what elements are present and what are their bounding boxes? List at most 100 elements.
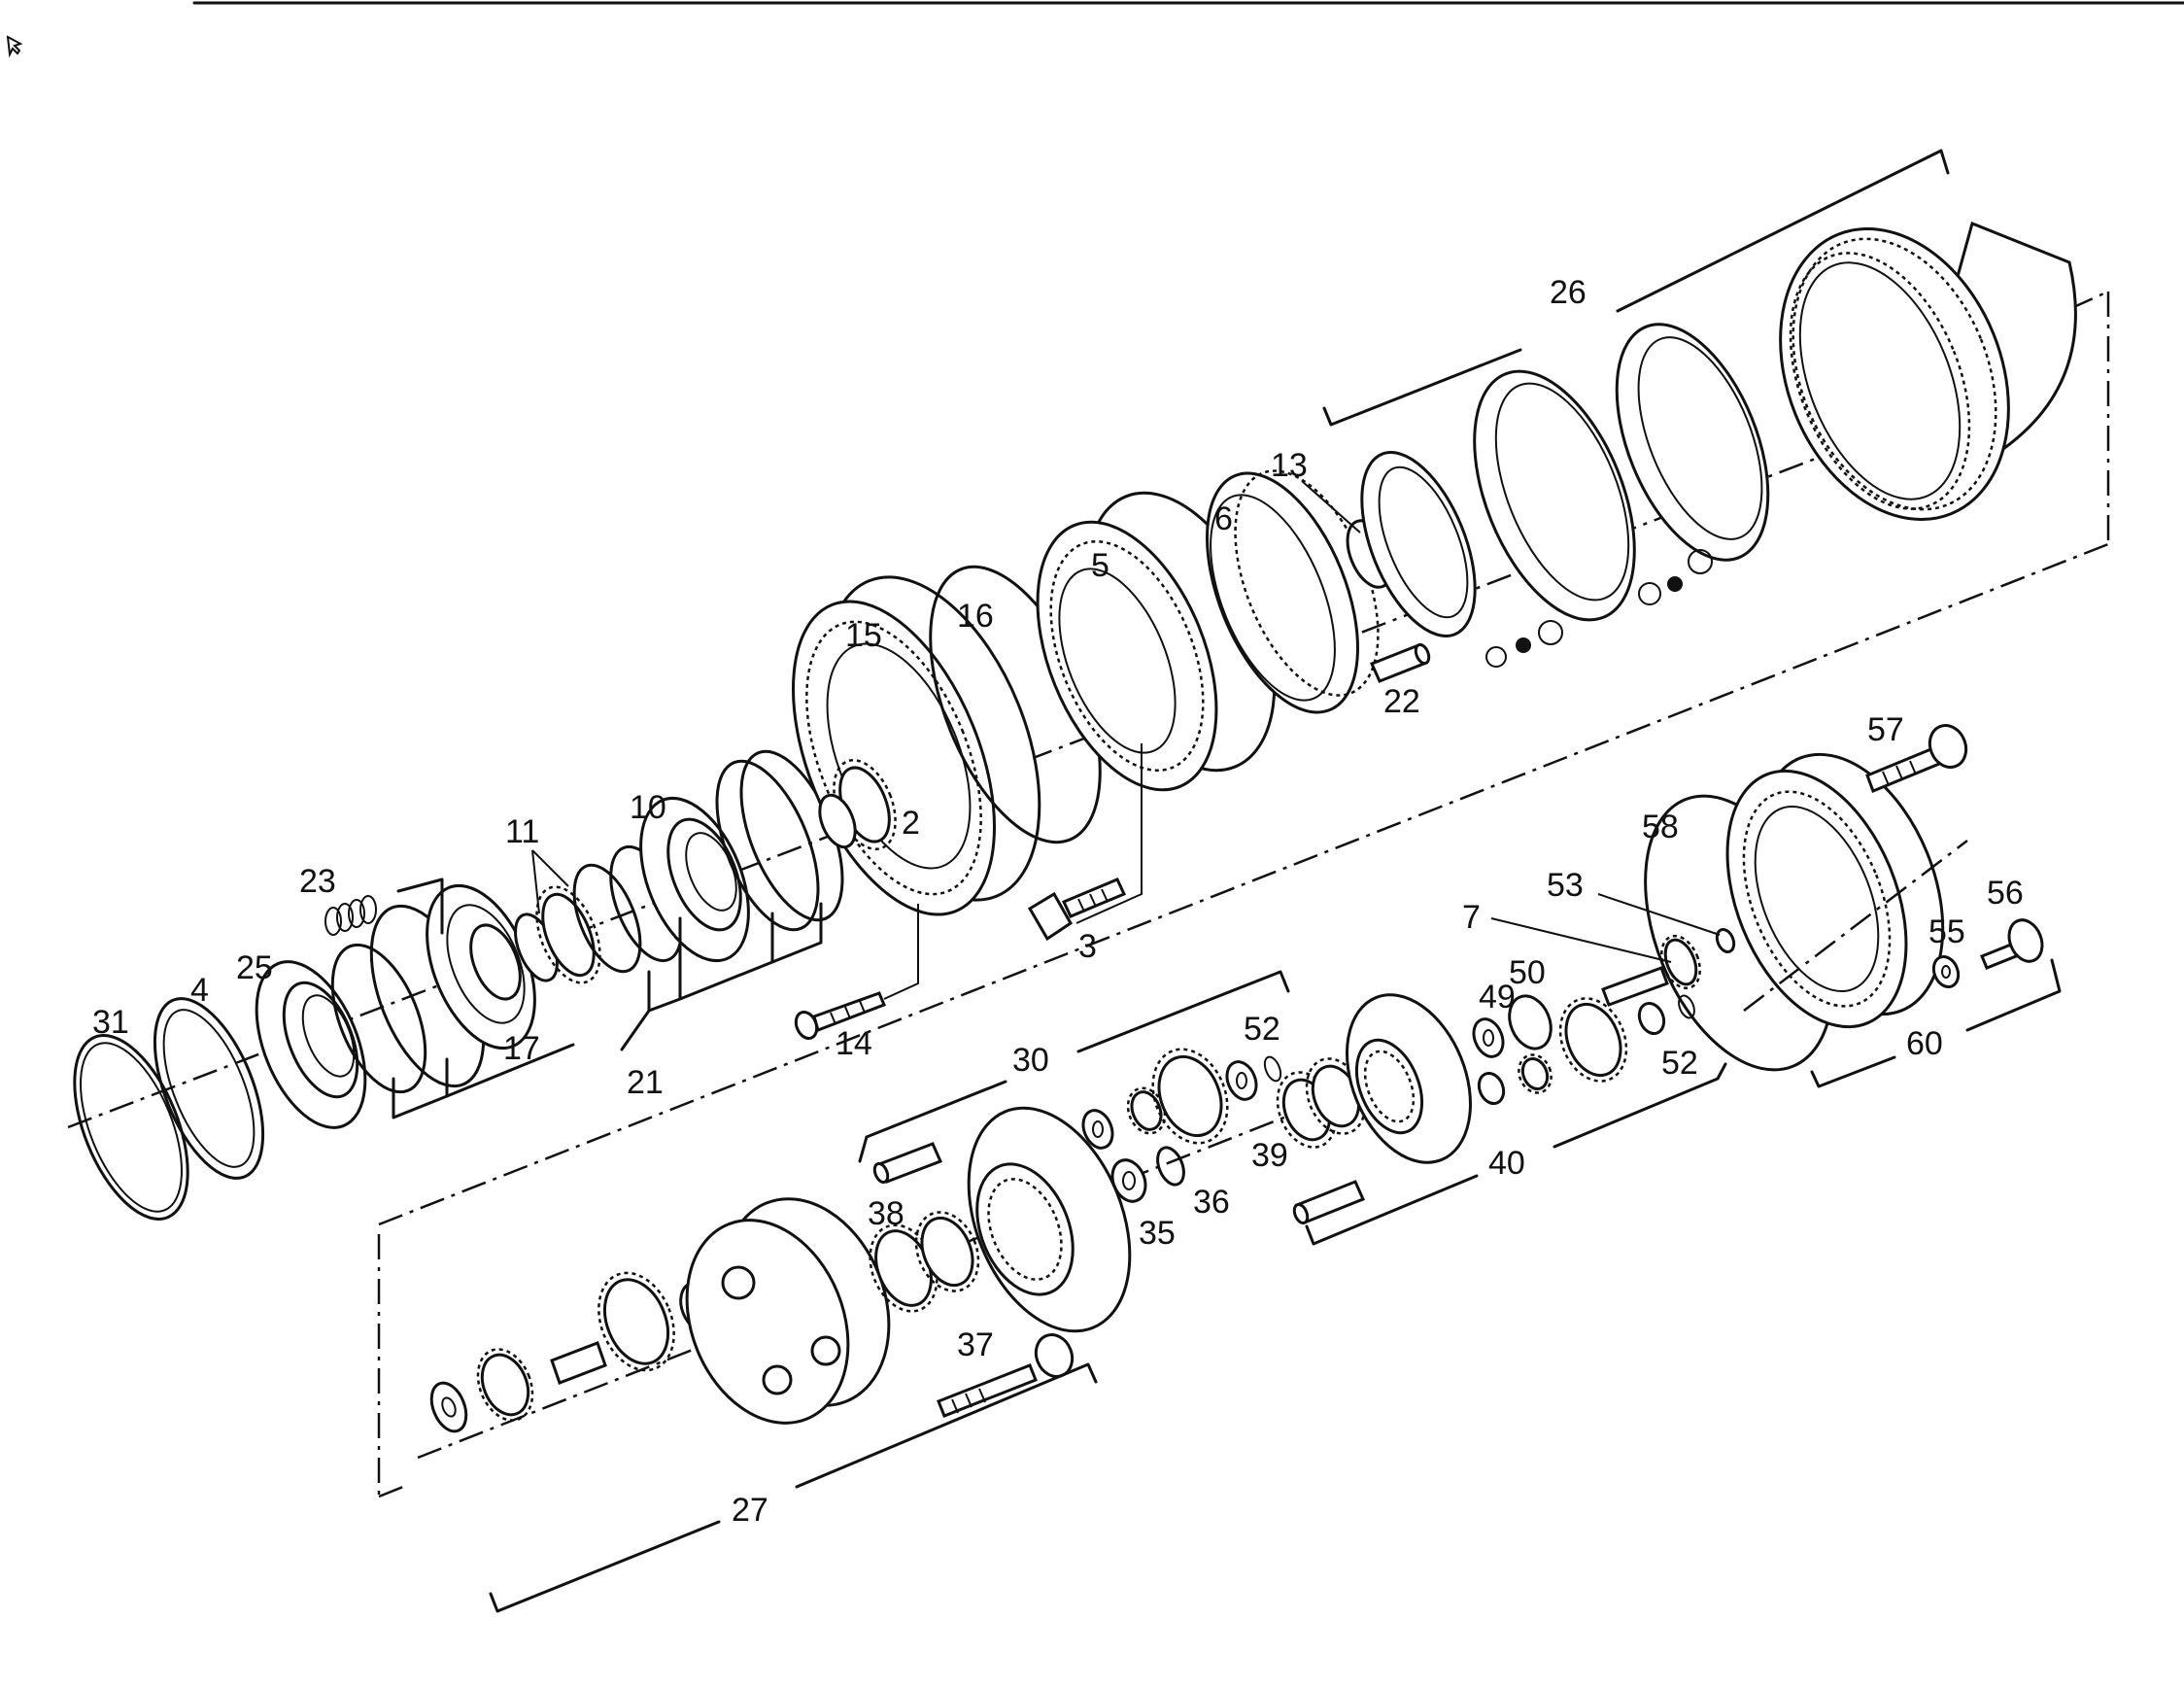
part-26-outer-housing	[1779, 221, 2077, 522]
label-part-23: 23	[299, 863, 336, 900]
label-part-30: 30	[1012, 1042, 1049, 1079]
part-57-bolt	[1865, 724, 1968, 793]
oring-1	[1485, 646, 1507, 668]
bracket-17	[392, 1057, 449, 1119]
lower-guide-axis	[378, 542, 2109, 1226]
label-part-57: 57	[1867, 711, 1904, 748]
label-part-26: 26	[1550, 274, 1587, 311]
oring-2	[1538, 620, 1563, 645]
part-5-cover	[1036, 491, 1277, 792]
label-part-52-right: 52	[1661, 1045, 1698, 1082]
part-50-ring	[1508, 994, 1553, 1050]
label-part-11: 11	[505, 813, 539, 850]
part-26-seal-ring-2	[1473, 369, 1636, 622]
leader-3	[1075, 743, 1143, 924]
label-part-13: 13	[1271, 447, 1308, 484]
label-part-60: 60	[1906, 1025, 1943, 1062]
part-22-pin	[1369, 642, 1431, 683]
part-30-sun-carrier	[967, 1106, 1132, 1333]
label-part-10: 10	[630, 789, 666, 826]
bracket-26	[1322, 348, 1522, 427]
part-40-carrier	[1346, 993, 1472, 1164]
part-60-ring-gear-housing	[1725, 752, 1945, 1029]
leader-11b	[531, 849, 569, 887]
part-2-pinion-gear	[818, 759, 897, 850]
label-part-6: 6	[1214, 500, 1233, 537]
left-dashed-bottom	[378, 1483, 409, 1498]
part-40-thrust-washer	[1637, 1001, 1666, 1036]
part-4-retaining-ring	[153, 997, 265, 1180]
part-30-thrust-washer	[1225, 1060, 1258, 1101]
part-17-bearing-cone	[426, 883, 536, 1050]
label-part-15: 15	[845, 617, 882, 654]
ring-21a	[330, 943, 427, 1094]
leader-14	[883, 904, 919, 1000]
ball-2	[1667, 576, 1683, 592]
leader-7	[1490, 917, 1672, 963]
label-part-16: 16	[957, 598, 994, 635]
part-3-bolt	[1027, 878, 1127, 942]
label-part-2: 2	[902, 805, 920, 842]
bracket-21-left	[620, 1009, 651, 1051]
part-11-washers	[514, 885, 601, 984]
label-part-50: 50	[1509, 954, 1546, 991]
label-part-38: 38	[868, 1195, 904, 1232]
part-30-pin	[872, 1142, 943, 1185]
part-31-snap-ring	[73, 1034, 189, 1221]
part-49-washer	[1472, 1017, 1505, 1058]
label-part-3: 3	[1078, 928, 1097, 965]
part-39-gear	[1276, 1057, 1367, 1149]
bracket-60-left	[1810, 1055, 1896, 1088]
label-part-21: 21	[627, 1064, 664, 1101]
label-part-17: 17	[503, 1030, 540, 1067]
part-53-plug	[1715, 927, 1736, 954]
label-part-27: 27	[732, 1492, 768, 1529]
label-part-25: 25	[236, 949, 273, 986]
part-30-washer	[1081, 1109, 1114, 1150]
label-part-40: 40	[1488, 1145, 1525, 1182]
part-7-shaft	[1601, 934, 1701, 1007]
bracket-21	[647, 916, 682, 1013]
bracket-40-right	[1553, 1062, 1727, 1149]
label-part-31: 31	[92, 1004, 129, 1041]
ring-21e	[715, 759, 820, 932]
part-52-clip-a	[1263, 1055, 1282, 1083]
part-27-planet-gear	[597, 1271, 675, 1372]
label-part-36: 36	[1193, 1184, 1230, 1221]
label-part-35: 35	[1139, 1215, 1176, 1252]
label-part-37: 37	[957, 1326, 994, 1363]
bracket-17-top	[396, 878, 444, 893]
bracket-40-left	[1305, 1174, 1479, 1246]
bracket-60-right	[1965, 958, 2062, 1032]
label-part-4: 4	[190, 972, 209, 1009]
part-40-planet-gear	[1558, 997, 1628, 1083]
leader-13	[1301, 480, 1361, 534]
part-25-bearing	[255, 960, 367, 1129]
part-27-shaft	[550, 1341, 607, 1385]
bracket-30-left	[858, 1080, 1007, 1163]
part-30-planet-gear	[1151, 1048, 1229, 1145]
part-38-gear	[869, 1211, 980, 1313]
part-27-needle-bearing	[476, 1348, 534, 1422]
label-part-58: 58	[1642, 809, 1679, 845]
part-40-pin	[1292, 1180, 1366, 1225]
bracket-21-far	[770, 902, 823, 964]
bracket-30-right	[1076, 970, 1290, 1053]
ring-21c	[572, 863, 642, 974]
part-35-washer	[1110, 1158, 1147, 1203]
label-part-56: 56	[1987, 875, 2024, 912]
label-part-52-left: 52	[1244, 1011, 1280, 1048]
oring-4	[1688, 549, 1713, 574]
leader-11a	[531, 849, 540, 914]
label-part-49: 49	[1479, 979, 1516, 1016]
part-27-washer	[429, 1381, 468, 1433]
pointer-cursor-icon	[6, 35, 23, 58]
part-55-washer	[1931, 954, 1961, 989]
part-23-spring	[324, 895, 377, 936]
label-part-39: 39	[1251, 1137, 1288, 1174]
leader-53	[1597, 893, 1721, 936]
part-26-seal-ring-1	[1360, 451, 1477, 637]
bracket-27-left	[489, 1520, 721, 1613]
part-40-washer-lower	[1477, 1071, 1506, 1106]
part-14-screw	[794, 991, 886, 1041]
